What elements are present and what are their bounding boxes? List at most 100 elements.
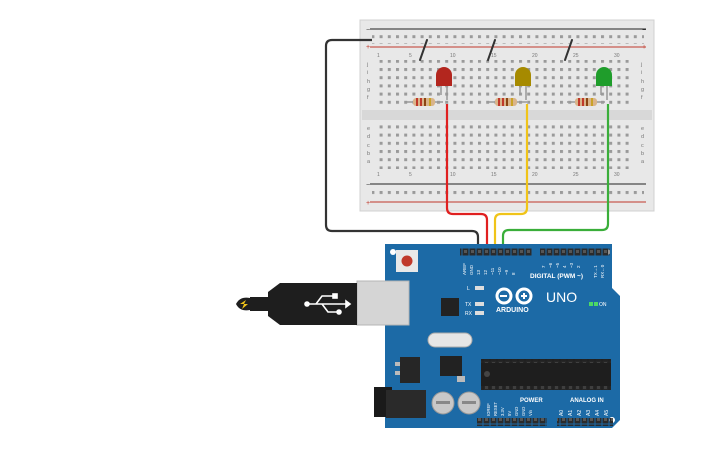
svg-text:2: 2 — [576, 265, 581, 268]
svg-text:A0: A0 — [559, 410, 565, 416]
power-header[interactable] — [477, 418, 547, 426]
analog-label: ANALOG IN — [570, 398, 604, 404]
row-labels-bottom: e d c b a e d c b a — [367, 126, 645, 165]
svg-text:30: 30 — [614, 53, 620, 59]
svg-text:15: 15 — [491, 172, 497, 178]
svg-text:c: c — [367, 143, 370, 149]
svg-text:20: 20 — [532, 53, 538, 59]
l-led — [475, 286, 484, 290]
yellow-signal-wire[interactable] — [493, 104, 529, 252]
small-ic — [440, 356, 462, 376]
jumper-wire-yellow[interactable] — [487, 39, 496, 61]
green-signal-wire[interactable] — [501, 104, 610, 252]
usb-chip — [441, 298, 459, 316]
yellow-led[interactable] — [515, 67, 531, 100]
center-channel — [362, 110, 652, 120]
svg-text:10: 10 — [450, 172, 456, 178]
svg-text:25: 25 — [573, 53, 579, 59]
svg-text:i: i — [641, 70, 642, 76]
svg-text:b: b — [641, 151, 644, 157]
svg-text:d: d — [641, 134, 644, 140]
green-led[interactable] — [596, 67, 612, 100]
svg-text:b: b — [367, 151, 370, 157]
svg-text:5: 5 — [409, 53, 412, 59]
svg-text:25: 25 — [573, 172, 579, 178]
svg-text:d: d — [367, 134, 370, 140]
top-pin-labels: AREF GND 13 12 ~11 ~10 ~9 8 7 ~6 ~5 4 ~3… — [462, 262, 605, 278]
svg-text:4: 4 — [562, 265, 567, 268]
leds[interactable] — [436, 67, 612, 100]
arduino-uno[interactable]: AREF GND 13 12 ~11 ~10 ~9 8 7 ~6 ~5 4 ~3… — [236, 244, 620, 428]
resistor-1[interactable] — [405, 98, 443, 106]
top-rail-holes — [372, 32, 644, 44]
svg-text:a: a — [641, 159, 645, 165]
svg-text:~11: ~11 — [490, 267, 495, 275]
model-label: UNO — [546, 289, 577, 305]
svg-text:20: 20 — [532, 172, 538, 178]
svg-text:1: 1 — [377, 172, 380, 178]
power-label: POWER — [520, 398, 543, 404]
power-jack — [386, 390, 426, 418]
digital-header-right[interactable] — [540, 248, 610, 256]
rail-minus-label: − — [366, 27, 370, 34]
atmega-chip — [481, 359, 611, 390]
rail-plus-label-right: + — [642, 44, 646, 51]
signal-wires[interactable] — [324, 38, 610, 252]
svg-text:13: 13 — [476, 269, 481, 275]
svg-text:AREF: AREF — [462, 263, 467, 275]
breadboard[interactable]: − + − + 1 5 10 15 20 25 30 j i h g f j i… — [359, 19, 655, 212]
tx-led — [475, 302, 484, 306]
svg-text:A4: A4 — [595, 410, 601, 416]
svg-text:7: 7 — [541, 265, 546, 268]
row-labels-top: j i h g f j i h g f — [366, 62, 644, 101]
brand-label: ARDUINO — [496, 307, 529, 314]
analog-header[interactable] — [557, 418, 613, 426]
svg-text:IOREF: IOREF — [486, 403, 491, 416]
power-pin-labels: IOREF RESET 3.3V 5V GND GND Vin — [486, 402, 533, 416]
svg-text:f: f — [641, 95, 643, 101]
jumper-wires[interactable] — [419, 39, 573, 61]
svg-text:1: 1 — [377, 53, 380, 59]
ground-wire[interactable] — [324, 38, 480, 252]
digital-label: DIGITAL (PWM ~) — [530, 273, 583, 280]
red-led[interactable] — [436, 67, 452, 100]
rail-plus-label: + — [366, 44, 370, 51]
red-led-body — [436, 67, 452, 86]
resistor-3[interactable] — [567, 98, 605, 106]
svg-text:f: f — [367, 95, 369, 101]
jumper-wire-red[interactable] — [419, 39, 428, 61]
column-labels-bottom: 1 5 10 15 20 25 30 — [377, 172, 620, 178]
svg-text:10: 10 — [450, 53, 456, 59]
svg-text:5: 5 — [409, 172, 412, 178]
red-signal-wire[interactable] — [445, 104, 489, 252]
svg-text:h: h — [367, 79, 370, 85]
svg-text:e: e — [641, 126, 644, 132]
on-led — [589, 302, 593, 306]
svg-text:A1: A1 — [568, 410, 574, 416]
reset-button-cap[interactable] — [401, 255, 413, 267]
digital-header-left[interactable] — [460, 248, 532, 256]
crystal-oscillator — [427, 332, 473, 348]
svg-text:i: i — [367, 70, 368, 76]
svg-text:A2: A2 — [577, 410, 583, 416]
upper-terminal-holes — [376, 60, 632, 105]
rail-minus-label-right: − — [642, 27, 646, 34]
svg-text:GND: GND — [469, 264, 474, 275]
resistors[interactable] — [405, 98, 605, 106]
svg-text:30: 30 — [614, 172, 620, 178]
usb-port — [356, 280, 410, 326]
svg-text:5V: 5V — [507, 411, 512, 416]
svg-text:e: e — [367, 126, 370, 132]
jumper-wire-green[interactable] — [564, 39, 573, 61]
svg-text:12: 12 — [483, 269, 488, 275]
rx-led — [475, 311, 484, 315]
svg-text:3.3V: 3.3V — [500, 407, 505, 416]
svg-text:Vin: Vin — [528, 409, 533, 416]
svg-text:~10: ~10 — [497, 267, 502, 275]
usb-cable-strain-relief — [250, 297, 270, 311]
usb-icon — [304, 293, 352, 315]
svg-text:~3: ~3 — [569, 262, 574, 268]
resistor-2[interactable] — [487, 98, 527, 106]
mount-hole — [390, 249, 396, 255]
